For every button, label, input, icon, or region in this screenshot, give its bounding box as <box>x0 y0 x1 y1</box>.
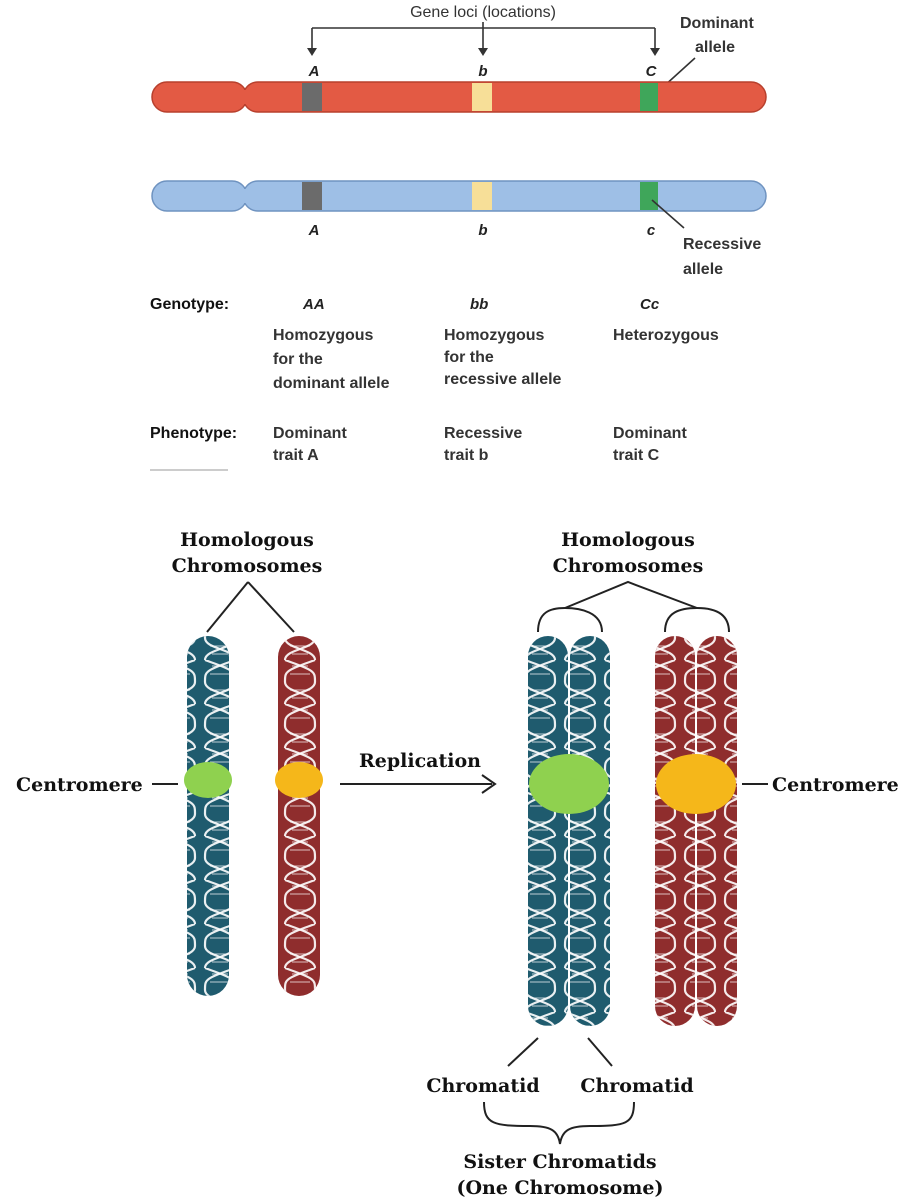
phenotype-label: Phenotype: <box>150 425 237 442</box>
sister-chromatids-brace <box>483 1101 635 1145</box>
replication-arrow <box>340 774 497 794</box>
right-teal-chromatid-2 <box>570 636 610 1026</box>
blue-locus-label-a: A <box>308 222 320 239</box>
homologous-right-brace <box>537 580 730 633</box>
left-teal-chromosome <box>187 636 229 996</box>
description-cc-line1: Heterozygous <box>613 327 719 344</box>
phenotype-a-line1: Dominant <box>273 425 347 442</box>
description-aa-line1: Homozygous <box>273 327 374 344</box>
phenotype-b-line1: Recessive <box>444 425 522 442</box>
red-locus-label-b: b <box>478 63 487 80</box>
description-bb-line2: for the <box>444 349 494 366</box>
homologous-left-pointer <box>206 581 295 633</box>
dominant-allele-label-line2: allele <box>695 39 735 56</box>
centromere-right-label: Centromere <box>772 774 899 796</box>
blue-chromosome <box>151 180 767 212</box>
homologous-left-line2: Chromosomes <box>172 555 323 577</box>
gene-loci-label: Gene loci (locations) <box>410 4 556 21</box>
right-maroon-chromatid-1 <box>655 636 695 1026</box>
homologous-left-line1: Homologous <box>180 529 314 551</box>
description-bb-line1: Homozygous <box>444 327 545 344</box>
right-yellow-centromere <box>656 754 736 814</box>
right-green-centromere <box>529 754 609 814</box>
genotype-label: Genotype: <box>150 296 229 313</box>
left-yellow-centromere <box>275 762 323 798</box>
left-green-centromere <box>184 762 232 798</box>
blue-locus-label-b: b <box>478 222 487 239</box>
red-chromosome <box>151 81 767 113</box>
blue-locus-c-band <box>640 182 658 210</box>
blue-locus-b-band <box>472 182 492 210</box>
right-teal-chromatid-1 <box>528 636 568 1026</box>
phenotype-c-line2: trait C <box>613 447 660 464</box>
recessive-allele-pointer <box>651 199 685 229</box>
recessive-allele-label-line1: Recessive <box>683 236 761 253</box>
description-bb-line3: recessive allele <box>444 371 562 388</box>
homologous-right-line2: Chromosomes <box>553 555 704 577</box>
sister-chromatids-line1: Sister Chromatids <box>463 1151 656 1173</box>
gene-loci-bracket <box>307 22 660 56</box>
genotype-cc: Cc <box>640 296 660 313</box>
chromatid-right-label: Chromatid <box>580 1075 693 1097</box>
right-maroon-chromatid-2 <box>697 636 737 1026</box>
blue-locus-label-c: c <box>647 222 656 239</box>
red-locus-a-band <box>302 83 322 111</box>
chromatid-left-label: Chromatid <box>426 1075 539 1097</box>
centromere-left-label: Centromere <box>16 774 143 796</box>
replication-label: Replication <box>359 750 481 772</box>
recessive-allele-label-line2: allele <box>683 261 723 278</box>
red-locus-b-band <box>472 83 492 111</box>
description-aa-line2: for the <box>273 351 323 368</box>
chromatid-pointers <box>507 1037 613 1067</box>
dominant-allele-label-line1: Dominant <box>680 15 754 32</box>
left-maroon-chromosome <box>278 636 320 996</box>
red-locus-label-a: A <box>308 63 320 80</box>
homologous-right-line1: Homologous <box>561 529 695 551</box>
red-locus-c-band <box>640 83 658 111</box>
description-aa-line3: dominant allele <box>273 375 390 392</box>
phenotype-b-line2: trait b <box>444 447 489 464</box>
genotype-bb: bb <box>470 296 488 313</box>
phenotype-c-line1: Dominant <box>613 425 687 442</box>
genotype-aa: AA <box>302 296 325 313</box>
sister-chromatids-line2: (One Chromosome) <box>456 1177 663 1199</box>
phenotype-a-line2: trait A <box>273 447 319 464</box>
red-locus-label-c: C <box>646 63 658 80</box>
blue-locus-a-band <box>302 182 322 210</box>
